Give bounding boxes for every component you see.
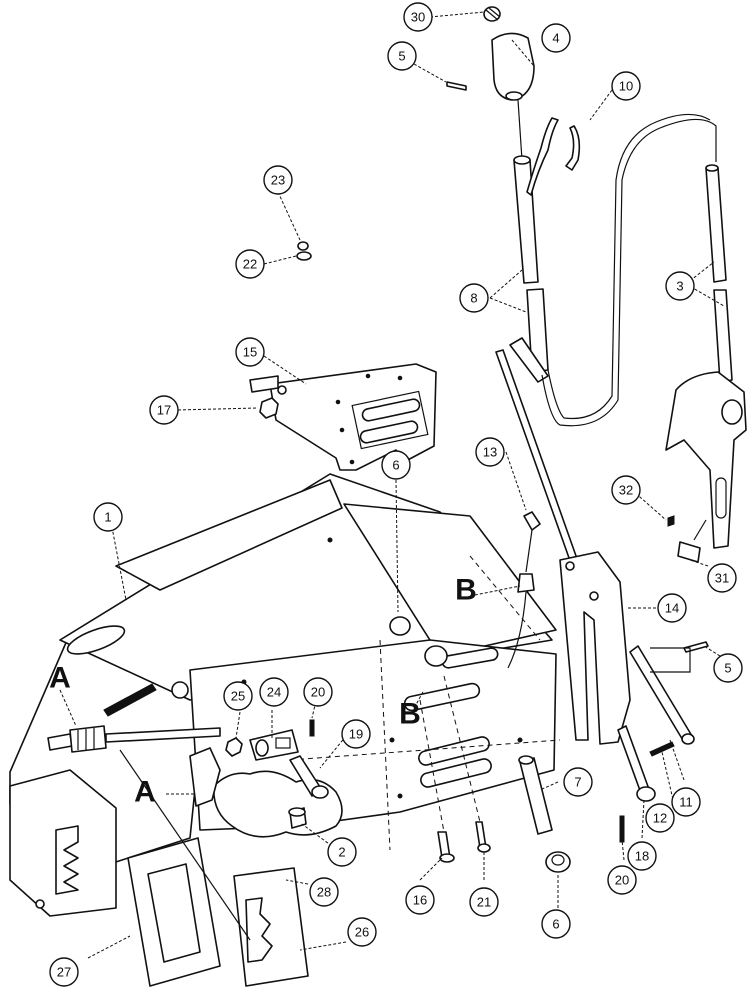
svg-text:13: 13 <box>483 445 497 460</box>
callout: 14 <box>657 593 687 623</box>
callout: 30 <box>403 2 433 32</box>
svg-text:32: 32 <box>619 483 633 498</box>
callout: 6 <box>381 450 411 480</box>
mounting-plate <box>249 241 437 471</box>
callout: 28 <box>309 877 339 907</box>
svg-text:15: 15 <box>243 345 257 360</box>
svg-text:27: 27 <box>57 965 71 980</box>
svg-text:28: 28 <box>317 885 331 900</box>
callout: 20 <box>303 677 333 707</box>
view-letter-b: B <box>399 698 421 731</box>
svg-text:16: 16 <box>413 893 427 908</box>
svg-text:17: 17 <box>157 403 171 418</box>
callout: 10 <box>611 71 641 101</box>
svg-text:11: 11 <box>679 795 693 810</box>
callout: 5 <box>387 41 417 71</box>
svg-text:21: 21 <box>477 895 491 910</box>
svg-text:14: 14 <box>665 601 679 616</box>
leader-lines <box>59 11 725 959</box>
callout: 22 <box>235 249 265 279</box>
svg-text:2: 2 <box>338 845 345 860</box>
view-letter-a: A <box>49 662 71 695</box>
view-letters: A A B B <box>49 574 477 809</box>
callout: 13 <box>475 437 505 467</box>
callout: 4 <box>541 23 571 53</box>
svg-text:1: 1 <box>104 510 111 525</box>
callout: 19 <box>341 719 371 749</box>
svg-text:23: 23 <box>271 173 285 188</box>
svg-text:30: 30 <box>411 10 425 25</box>
view-letter-b: B <box>455 574 477 607</box>
callout: 7 <box>563 767 593 797</box>
callout: 1 <box>93 502 123 532</box>
svg-text:5: 5 <box>724 661 731 676</box>
callout: 5 <box>713 653 743 683</box>
callout: 3 <box>665 271 695 301</box>
svg-text:7: 7 <box>574 775 581 790</box>
svg-text:10: 10 <box>619 79 633 94</box>
linkage-parts <box>47 511 709 987</box>
callout: 12 <box>645 803 675 833</box>
callout: 27 <box>49 957 79 987</box>
main-frame <box>9 473 561 917</box>
callout: 6 <box>541 909 571 939</box>
callout: 32 <box>611 475 641 505</box>
callout: 8 <box>459 283 489 313</box>
svg-text:6: 6 <box>392 458 399 473</box>
svg-text:22: 22 <box>243 257 257 272</box>
svg-text:20: 20 <box>615 873 629 888</box>
callout: 31 <box>707 563 737 593</box>
callout: 15 <box>235 337 265 367</box>
svg-text:20: 20 <box>311 685 325 700</box>
svg-text:31: 31 <box>715 571 729 586</box>
callout: 17 <box>149 395 179 425</box>
callout: 2 <box>327 837 357 867</box>
svg-text:12: 12 <box>653 811 667 826</box>
svg-text:3: 3 <box>676 279 683 294</box>
callout: 26 <box>347 917 377 947</box>
control-handle-assembly <box>446 6 747 573</box>
svg-text:19: 19 <box>349 727 363 742</box>
svg-text:18: 18 <box>635 849 649 864</box>
svg-text:8: 8 <box>470 291 477 306</box>
callouts: 30 4 5 10 23 22 8 3 15 17 13 32 1 6 14 3… <box>49 2 743 987</box>
callout: 18 <box>627 841 657 871</box>
svg-text:4: 4 <box>552 31 559 46</box>
svg-text:5: 5 <box>398 49 405 64</box>
callout: 20 <box>607 865 637 895</box>
callout: 16 <box>405 885 435 915</box>
view-letter-a: A <box>134 776 156 809</box>
svg-text:26: 26 <box>355 925 369 940</box>
svg-text:6: 6 <box>552 917 559 932</box>
callout: 21 <box>469 887 499 917</box>
callout: 23 <box>263 165 293 195</box>
svg-text:25: 25 <box>231 689 245 704</box>
callout: 11 <box>671 787 701 817</box>
callout: 24 <box>259 677 289 707</box>
svg-text:24: 24 <box>267 685 281 700</box>
callout: 25 <box>223 681 253 711</box>
